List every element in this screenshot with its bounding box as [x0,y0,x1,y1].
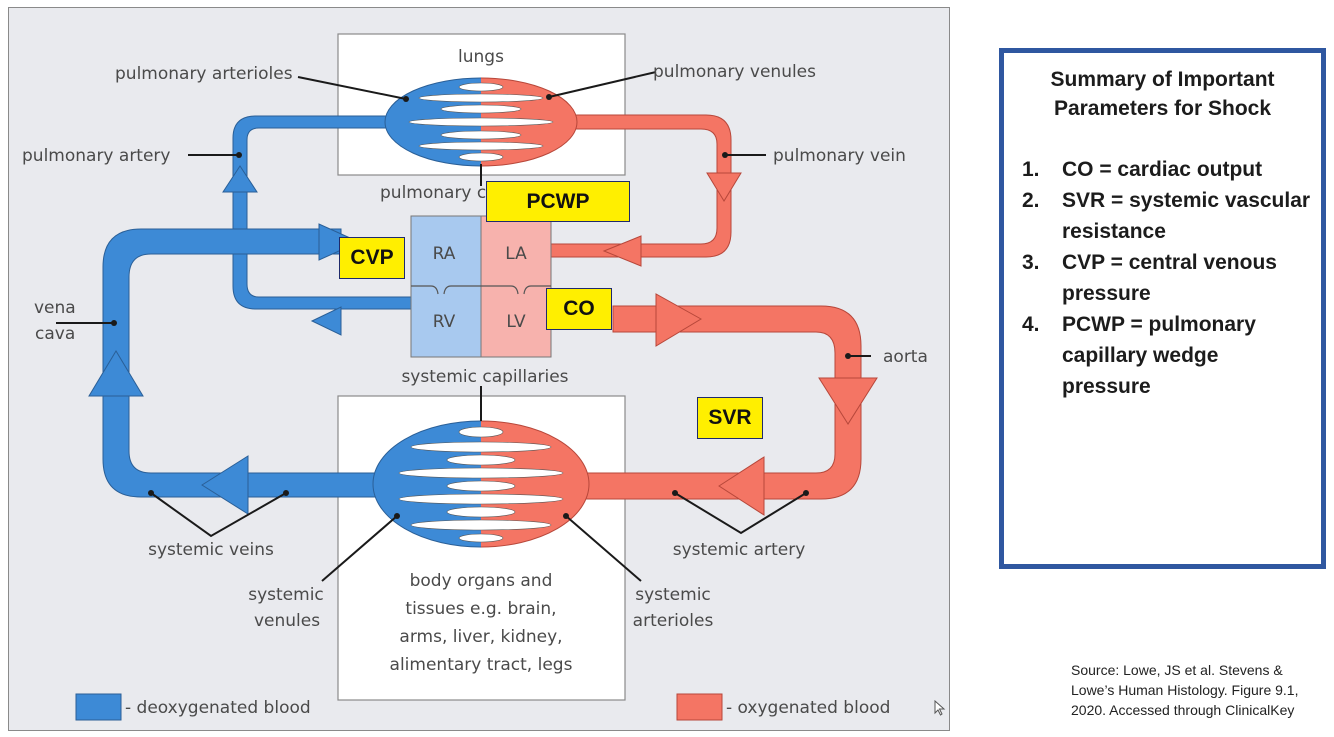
label-aorta: aorta [883,347,928,367]
summary-item: 3.CVP = central venous pressure [1022,251,1277,305]
label-body-3: arms, liver, kidney, [399,627,562,647]
legend-oxygenated: - oxygenated blood [726,698,890,718]
label-systemic-venules-1: systemic [248,585,324,605]
pulmonary-capillary-bed [384,77,578,167]
arrow-down-pulmonary-vein [706,172,742,202]
summary-list: 1.CO = cardiac output 2.SVR = systemic v… [1022,154,1312,402]
highlight-pcwp: PCWP [486,181,630,222]
leader-dots [111,94,851,519]
label-systemic-venules-2: venules [254,611,320,631]
label-vena-cava-1: vena [34,298,76,318]
source-citation: Source: Lowe, JS et al. Stevens & Lowe’s… [1071,660,1331,720]
valves [411,285,551,295]
label-systemic-artery: systemic artery [673,540,806,560]
source-line2: Lowe’s Human Histology. Figure 9.1, [1071,682,1299,698]
source-line1: Source: Lowe, JS et al. Stevens & [1071,662,1283,678]
diagram-canvas: lungs pulmonary arterioles pulmonary ven… [22,33,928,721]
arrow-left-systemic-artery [718,456,765,516]
heart [410,215,552,358]
label-pulmonary-venules: pulmonary venules [653,62,816,82]
arrow-left-la [602,235,642,267]
label-lungs: lungs [458,47,504,67]
leader-lines [56,71,871,582]
label-body-4: alimentary tract, legs [390,655,573,675]
source-line3: 2020. Accessed through ClinicalKey [1071,702,1295,718]
label-pulmonary-arterioles: pulmonary arterioles [115,64,293,84]
legend-deoxygenated: - deoxygenated blood [125,698,311,718]
summary-title: Summary of Important Parameters for Shoc… [1004,65,1321,123]
arrow-up-pulmonary-artery [222,165,258,193]
arrow-left-rv [310,306,342,336]
highlight-co: CO [546,288,612,330]
label-systemic-arterioles-2: arterioles [633,611,714,631]
arrow-left-systemic-veins [201,455,249,515]
mouse-cursor-icon [934,700,946,716]
summary-title-line1: Summary of Important [1050,68,1275,91]
summary-box: Summary of Important Parameters for Shoc… [999,48,1326,569]
label-vena-cava-2: cava [35,324,75,344]
label-pulmonary-capillaries: pulmonary c [380,183,486,203]
chamber-ra: RA [433,244,456,264]
legend-swatch-oxygenated [676,693,723,721]
label-pulmonary-vein: pulmonary vein [773,146,906,166]
circulation-diagram: lungs pulmonary arterioles pulmonary ven… [8,7,950,731]
label-systemic-veins: systemic veins [148,540,274,560]
chamber-la: LA [505,244,527,264]
chamber-lv: LV [506,312,526,332]
label-body-1: body organs and [410,571,553,591]
highlight-cvp: CVP [339,237,405,279]
legend-swatch-deoxygenated [75,693,122,721]
summary-item: 4.PCWP = pulmonary capillary wedge press… [1022,313,1256,398]
summary-title-line2: Parameters for Shock [1053,97,1272,120]
chamber-rv: RV [433,312,456,332]
arrow-down-aorta [818,377,878,425]
label-body-2: tissues e.g. brain, [405,599,556,619]
summary-item: 2.SVR = systemic vascular resistance [1022,189,1311,243]
label-systemic-arterioles-1: systemic [635,585,711,605]
arrow-up-vena-cava [88,350,144,397]
arrow-right-lv [655,293,702,347]
label-systemic-capillaries: systemic capillaries [401,367,568,387]
highlight-svr: SVR [697,397,763,439]
summary-item: 1.CO = cardiac output [1022,158,1263,181]
systemic-capillary-bed [372,420,590,548]
label-pulmonary-artery: pulmonary artery [22,146,170,166]
